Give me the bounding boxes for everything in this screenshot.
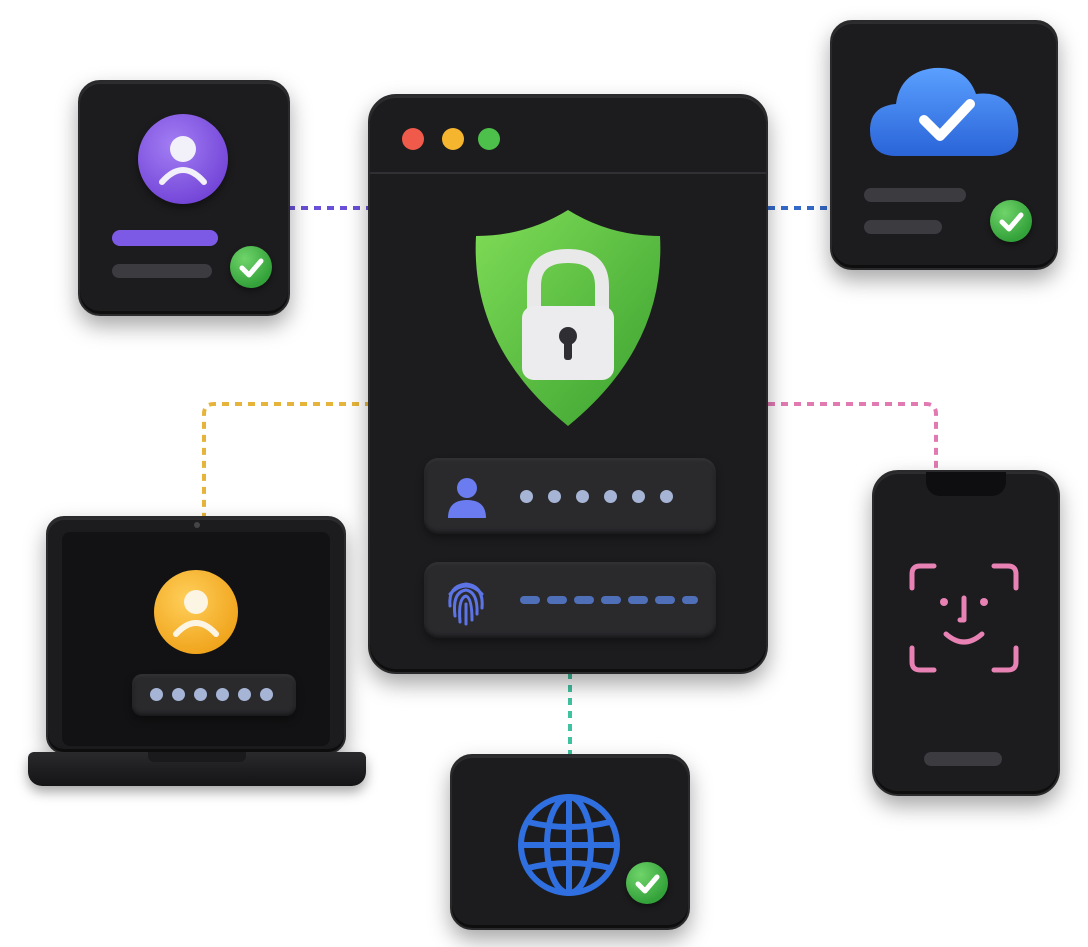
password-dot bbox=[194, 688, 207, 701]
user-avatar-icon bbox=[138, 114, 228, 204]
webcam-dot bbox=[194, 522, 200, 528]
close-traffic-light[interactable] bbox=[402, 128, 424, 150]
password-dot bbox=[576, 490, 589, 503]
profile-detail-bar bbox=[112, 264, 212, 278]
password-dash bbox=[601, 596, 621, 604]
password-dot bbox=[260, 688, 273, 701]
check-icon bbox=[990, 200, 1032, 242]
minimize-traffic-light[interactable] bbox=[442, 128, 464, 150]
password-dash bbox=[547, 596, 567, 604]
password-dash bbox=[682, 596, 698, 604]
laptop-screen bbox=[46, 516, 346, 754]
profile-name-bar bbox=[112, 230, 218, 246]
user-avatar-icon bbox=[154, 570, 238, 654]
connector-phone bbox=[768, 402, 938, 470]
shield-lock-icon bbox=[470, 206, 666, 430]
connector-laptop bbox=[202, 402, 372, 520]
password-dash bbox=[628, 596, 648, 604]
web-card[interactable] bbox=[450, 754, 690, 930]
globe-icon bbox=[514, 790, 624, 900]
laptop-base bbox=[28, 752, 366, 786]
password-dot bbox=[520, 490, 533, 503]
browser-window[interactable] bbox=[368, 94, 768, 674]
face-id-icon bbox=[908, 562, 1020, 674]
fingerprint-icon bbox=[442, 576, 490, 626]
password-dot bbox=[150, 688, 163, 701]
password-dash bbox=[520, 596, 540, 604]
password-dash bbox=[655, 596, 675, 604]
home-indicator bbox=[924, 752, 1002, 766]
check-icon bbox=[626, 862, 668, 904]
laptop-device[interactable] bbox=[28, 516, 366, 792]
username-field[interactable] bbox=[424, 458, 716, 534]
fingerprint-field[interactable] bbox=[424, 562, 716, 638]
check-icon bbox=[230, 246, 272, 288]
password-dash bbox=[574, 596, 594, 604]
password-dot bbox=[172, 688, 185, 701]
password-dot bbox=[548, 490, 561, 503]
password-dot bbox=[216, 688, 229, 701]
title-bar bbox=[370, 96, 766, 174]
password-dot bbox=[604, 490, 617, 503]
password-dot bbox=[632, 490, 645, 503]
cloud-detail-bar bbox=[864, 220, 942, 234]
maximize-traffic-light[interactable] bbox=[478, 128, 500, 150]
cloud-check-icon bbox=[866, 56, 1026, 166]
phone-notch bbox=[926, 472, 1006, 496]
password-dot bbox=[660, 490, 673, 503]
cloud-title-bar bbox=[864, 188, 966, 202]
user-icon bbox=[444, 476, 490, 518]
profile-card[interactable] bbox=[78, 80, 290, 316]
cloud-card[interactable] bbox=[830, 20, 1058, 270]
trackpad-notch bbox=[148, 752, 246, 762]
laptop-display bbox=[62, 532, 330, 746]
phone-device[interactable] bbox=[872, 470, 1060, 796]
laptop-password-field[interactable] bbox=[132, 674, 296, 716]
password-dot bbox=[238, 688, 251, 701]
